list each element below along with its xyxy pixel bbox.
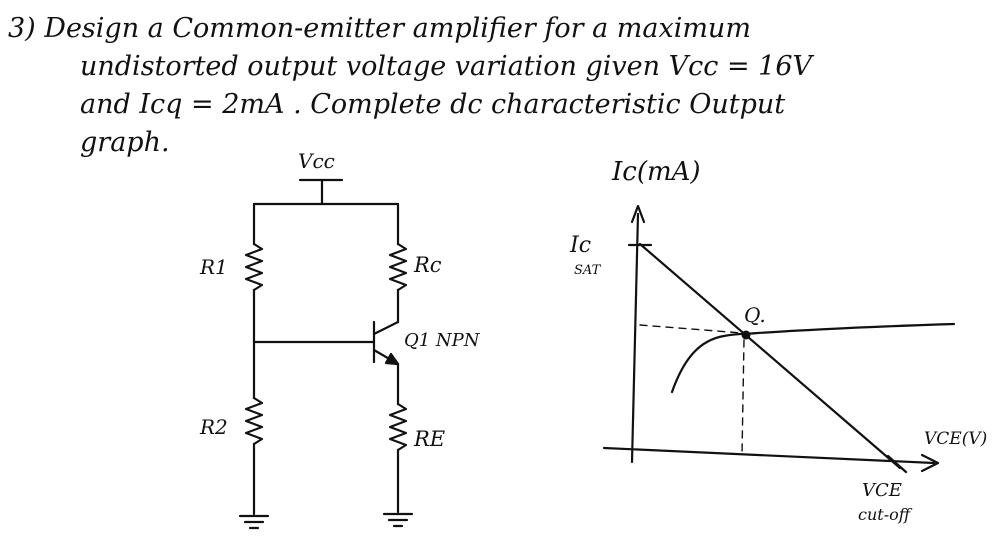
ground-left: [238, 514, 270, 530]
x-axis-label: VCE(V): [924, 429, 987, 449]
r2-label: R2: [199, 415, 228, 439]
problem-line-3: and Icq = 2mA . Complete dc characterist…: [80, 89, 786, 120]
x-axis-arrow: [920, 453, 940, 473]
load-line: [638, 242, 902, 470]
transistor-label: Q1 NPN: [404, 330, 481, 351]
y-axis: [630, 212, 640, 464]
problem-line-1: 3) Design a Common-emitter amplifier for…: [8, 13, 751, 44]
r1-resistor: [244, 242, 264, 292]
q-point-marker: [741, 330, 751, 340]
cutoff-tick: [886, 454, 908, 474]
q-point-horizontal-dash: [639, 324, 743, 334]
r2-resistor: [244, 396, 264, 446]
ic-sat-label: Ic: [569, 233, 591, 258]
problem-line-4: graph.: [80, 127, 170, 158]
rc-resistor: [388, 242, 408, 292]
vce-cutoff-label: VCE: [862, 480, 902, 501]
problem-statement: 3) Design a Common-emitter amplifier for…: [8, 10, 968, 162]
ground-right: [382, 512, 414, 528]
characteristic-graph: [602, 204, 956, 474]
x-axis: [602, 446, 936, 465]
y-axis-arrow: [630, 204, 646, 224]
re-resistor: [388, 402, 408, 452]
collector-characteristic-curve: [670, 322, 956, 394]
q-point-vertical-dash: [741, 339, 745, 455]
ic-sat-subscript: SAT: [574, 263, 602, 278]
r1-label: R1: [199, 255, 228, 279]
vcc-label: Vcc: [298, 149, 335, 173]
y-axis-label: Ic(mA): [611, 157, 701, 187]
problem-line-2: undistorted output voltage variation giv…: [80, 51, 813, 82]
circuit-schematic: [238, 178, 414, 530]
q-point-label: Q.: [744, 303, 766, 327]
cutoff-label: cut-off: [858, 505, 913, 524]
re-label: RE: [413, 427, 445, 451]
npn-transistor-symbol: [372, 320, 400, 366]
rc-label: Rc: [413, 253, 442, 277]
